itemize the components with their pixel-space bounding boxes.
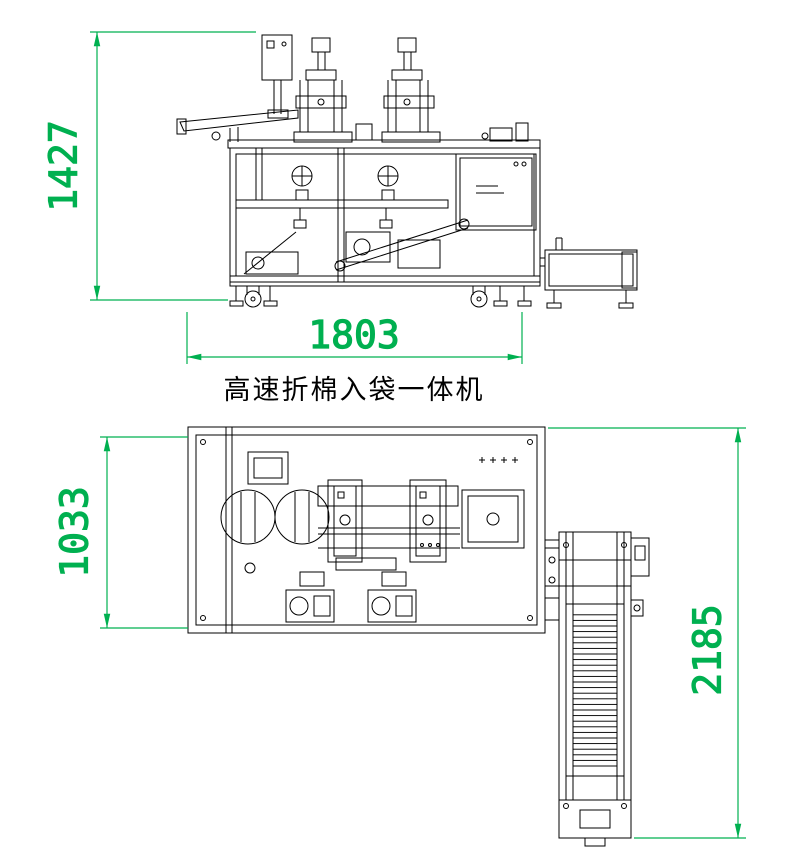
folding-head-1 <box>293 37 353 143</box>
drawing-title: 高速折棉入袋一体机 <box>224 375 485 405</box>
control-box <box>261 34 293 119</box>
casters-and-feet <box>229 285 532 308</box>
dimension-front-height: 1427 <box>41 31 256 301</box>
central-mechanism <box>299 479 460 587</box>
infeed-arm <box>176 109 299 142</box>
machine-frame <box>227 139 541 287</box>
front-view <box>176 34 638 309</box>
table-top-fittings <box>355 122 529 142</box>
dimension-plan-depth: 1033 <box>52 436 188 629</box>
dimension-front-width: 1803 <box>186 312 523 364</box>
gearbox <box>247 451 289 485</box>
dim-value-plan-depth: 1033 <box>53 486 97 578</box>
plan-view <box>187 426 650 847</box>
dim-value-overall-length: 2185 <box>686 604 730 696</box>
guide-roller <box>244 562 256 574</box>
outfeed-conveyor <box>544 531 650 847</box>
roll-right <box>274 489 330 545</box>
folding-head-2 <box>381 37 441 143</box>
plan-body <box>187 426 546 634</box>
lower-mechanisms <box>245 208 470 275</box>
dim-value-front-width: 1803 <box>308 313 400 357</box>
discharge-unit <box>540 237 638 309</box>
upper-mechanisms <box>255 148 399 201</box>
dimension-overall-length: 2185 <box>548 427 746 839</box>
roll-left <box>220 489 276 545</box>
drive-motor-2 <box>367 589 417 623</box>
dim-value-front-height: 1427 <box>42 120 86 212</box>
plan-right-panel <box>461 457 525 549</box>
drive-motor-1 <box>285 589 335 623</box>
electrical-cabinet <box>455 153 537 231</box>
